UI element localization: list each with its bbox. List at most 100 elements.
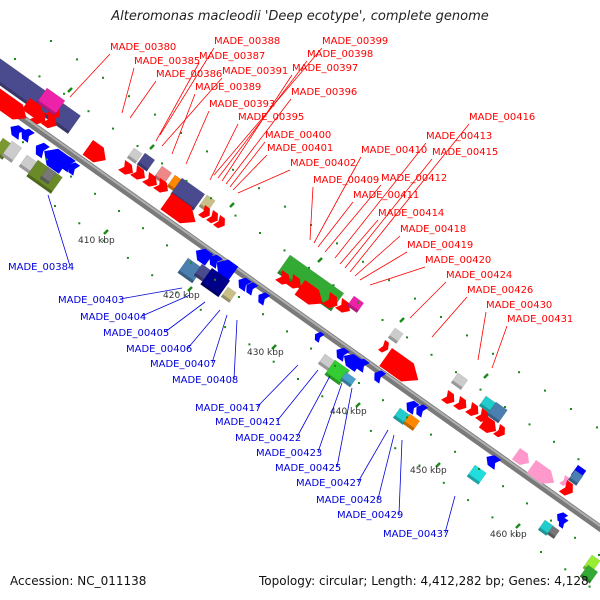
gene-arrow-forward[interactable]	[378, 340, 391, 354]
gene-label[interactable]: MADE_00386	[156, 69, 222, 80]
gene-label[interactable]: MADE_00402	[290, 158, 356, 169]
gene-label[interactable]: MADE_00404	[80, 312, 146, 323]
gene-arrow-reverse[interactable]	[206, 252, 223, 269]
gene-label[interactable]: MADE_00411	[353, 190, 419, 201]
gene-arrow-reverse[interactable]	[32, 140, 50, 159]
gene-arrow-reverse[interactable]	[58, 154, 76, 173]
gene-label[interactable]: MADE_00380	[110, 42, 176, 53]
gene-arrow-forward[interactable]	[441, 390, 458, 407]
gene-arrow-reverse[interactable]	[353, 356, 370, 373]
gene-label[interactable]: MADE_00423	[256, 448, 322, 459]
gene-arrow-forward[interactable]	[0, 85, 32, 126]
gene-feature-box[interactable]	[126, 147, 143, 164]
gene-arrow-forward[interactable]	[40, 112, 61, 132]
gene-arrow-reverse[interactable]	[38, 143, 71, 174]
gene-arrow-reverse[interactable]	[413, 402, 429, 418]
gene-arrow-reverse[interactable]	[7, 122, 26, 140]
gene-label[interactable]: MADE_00409	[313, 175, 379, 186]
gene-label[interactable]: MADE_00417	[195, 403, 261, 414]
gene-arrow-reverse[interactable]	[235, 275, 252, 292]
gene-arrow-reverse[interactable]	[483, 452, 502, 470]
gene-arrow-forward[interactable]	[294, 280, 328, 311]
gene-label[interactable]: MADE_00421	[215, 417, 281, 428]
gene-label[interactable]: MADE_00422	[235, 433, 301, 444]
gene-label[interactable]: MADE_00400	[265, 130, 331, 141]
gene-feature-box[interactable]	[579, 564, 599, 584]
gene-feature-box[interactable]	[220, 286, 237, 303]
gene-label[interactable]: MADE_00415	[432, 147, 498, 158]
gene-label[interactable]: MADE_00427	[296, 478, 362, 489]
gene-label[interactable]: MADE_00426	[467, 285, 533, 296]
gene-arrow-forward[interactable]	[465, 402, 482, 419]
gene-arrow-forward[interactable]	[493, 424, 508, 440]
gene-arrow-forward[interactable]	[275, 270, 293, 288]
gene-label[interactable]: MADE_00405	[103, 328, 169, 339]
gene-arrow-reverse[interactable]	[403, 398, 420, 415]
gene-label[interactable]: MADE_00389	[195, 82, 261, 93]
gene-label[interactable]: MADE_00388	[214, 36, 280, 47]
gene-label[interactable]: MADE_00399	[322, 36, 388, 47]
gene-label[interactable]: MADE_00431	[507, 314, 573, 325]
gene-arrow-reverse[interactable]	[340, 350, 363, 372]
gene-feature-box[interactable]	[1, 140, 23, 163]
gene-label[interactable]: MADE_00410	[361, 145, 427, 156]
gene-arrow-forward[interactable]	[335, 298, 353, 316]
gene-label[interactable]: MADE_00424	[446, 270, 512, 281]
gene-feature-box[interactable]	[200, 267, 231, 298]
gene-arrow-reverse[interactable]	[312, 330, 325, 343]
gene-label[interactable]: MADE_00398	[307, 49, 373, 60]
gene-arrow-reverse[interactable]	[243, 280, 259, 296]
gene-arrow-forward[interactable]	[321, 292, 342, 312]
gene-label[interactable]: MADE_00396	[291, 87, 357, 98]
gene-arrow-forward[interactable]	[526, 460, 559, 489]
gene-feature-box[interactable]	[39, 166, 57, 185]
gene-label[interactable]: MADE_00429	[337, 510, 403, 521]
gene-label[interactable]: MADE_00407	[150, 359, 216, 370]
gene-arrow-forward[interactable]	[142, 172, 160, 190]
gene-arrow-forward[interactable]	[153, 178, 171, 196]
gene-arrow-forward[interactable]	[198, 205, 213, 221]
gene-arrow-forward[interactable]	[453, 396, 470, 413]
gene-arrow-forward[interactable]	[286, 274, 304, 292]
gene-label[interactable]: MADE_00419	[407, 240, 473, 251]
gene-arrow-forward[interactable]	[160, 193, 201, 230]
gene-arrow-forward[interactable]	[82, 140, 111, 167]
gene-arrow-reverse[interactable]	[556, 516, 569, 529]
gene-feature-box[interactable]	[136, 152, 156, 172]
gene-arrow-reverse[interactable]	[18, 126, 35, 143]
gene-feature-box[interactable]	[486, 401, 508, 424]
gene-label[interactable]: MADE_00393	[209, 99, 275, 110]
gene-arrow-forward[interactable]	[118, 160, 136, 178]
gene-label[interactable]: MADE_00418	[400, 224, 466, 235]
gene-label[interactable]: MADE_00412	[381, 173, 447, 184]
gene-feature-box[interactable]	[567, 469, 584, 486]
gene-arrow-reverse[interactable]	[192, 245, 214, 266]
gene-feature-box[interactable]	[339, 371, 357, 388]
gene-label[interactable]: MADE_00408	[172, 375, 238, 386]
gene-arrow-reverse[interactable]	[65, 160, 81, 176]
gene-label[interactable]: MADE_00403	[58, 295, 124, 306]
gene-arrow-forward[interactable]	[478, 416, 500, 437]
gene-label[interactable]: MADE_00437	[383, 529, 449, 540]
gene-label[interactable]: MADE_00401	[267, 143, 333, 154]
gene-arrow-forward[interactable]	[130, 165, 148, 183]
gene-arrow-reverse[interactable]	[333, 345, 350, 362]
gene-arrow-forward[interactable]	[558, 480, 577, 498]
gene-arrow-forward[interactable]	[511, 448, 533, 469]
gene-arrow-forward[interactable]	[29, 108, 50, 128]
gene-label[interactable]: MADE_00384	[8, 262, 74, 273]
gene-feature-box[interactable]	[546, 525, 560, 540]
gene-label[interactable]: MADE_00391	[222, 66, 288, 77]
gene-label[interactable]: MADE_00385	[134, 56, 200, 67]
gene-label[interactable]: MADE_00428	[316, 495, 382, 506]
gene-feature-box[interactable]	[36, 87, 66, 116]
gene-feature-box[interactable]	[387, 327, 404, 344]
gene-feature-box[interactable]	[466, 464, 487, 485]
gene-arrow-forward[interactable]	[206, 210, 221, 226]
gene-label[interactable]: MADE_00425	[275, 463, 341, 474]
gene-label[interactable]: MADE_00387	[199, 51, 265, 62]
gene-arrow-forward[interactable]	[475, 408, 492, 425]
gene-label[interactable]: MADE_00413	[426, 131, 492, 142]
gene-arrow-reverse[interactable]	[255, 290, 271, 306]
gene-arrow-forward[interactable]	[379, 348, 424, 389]
